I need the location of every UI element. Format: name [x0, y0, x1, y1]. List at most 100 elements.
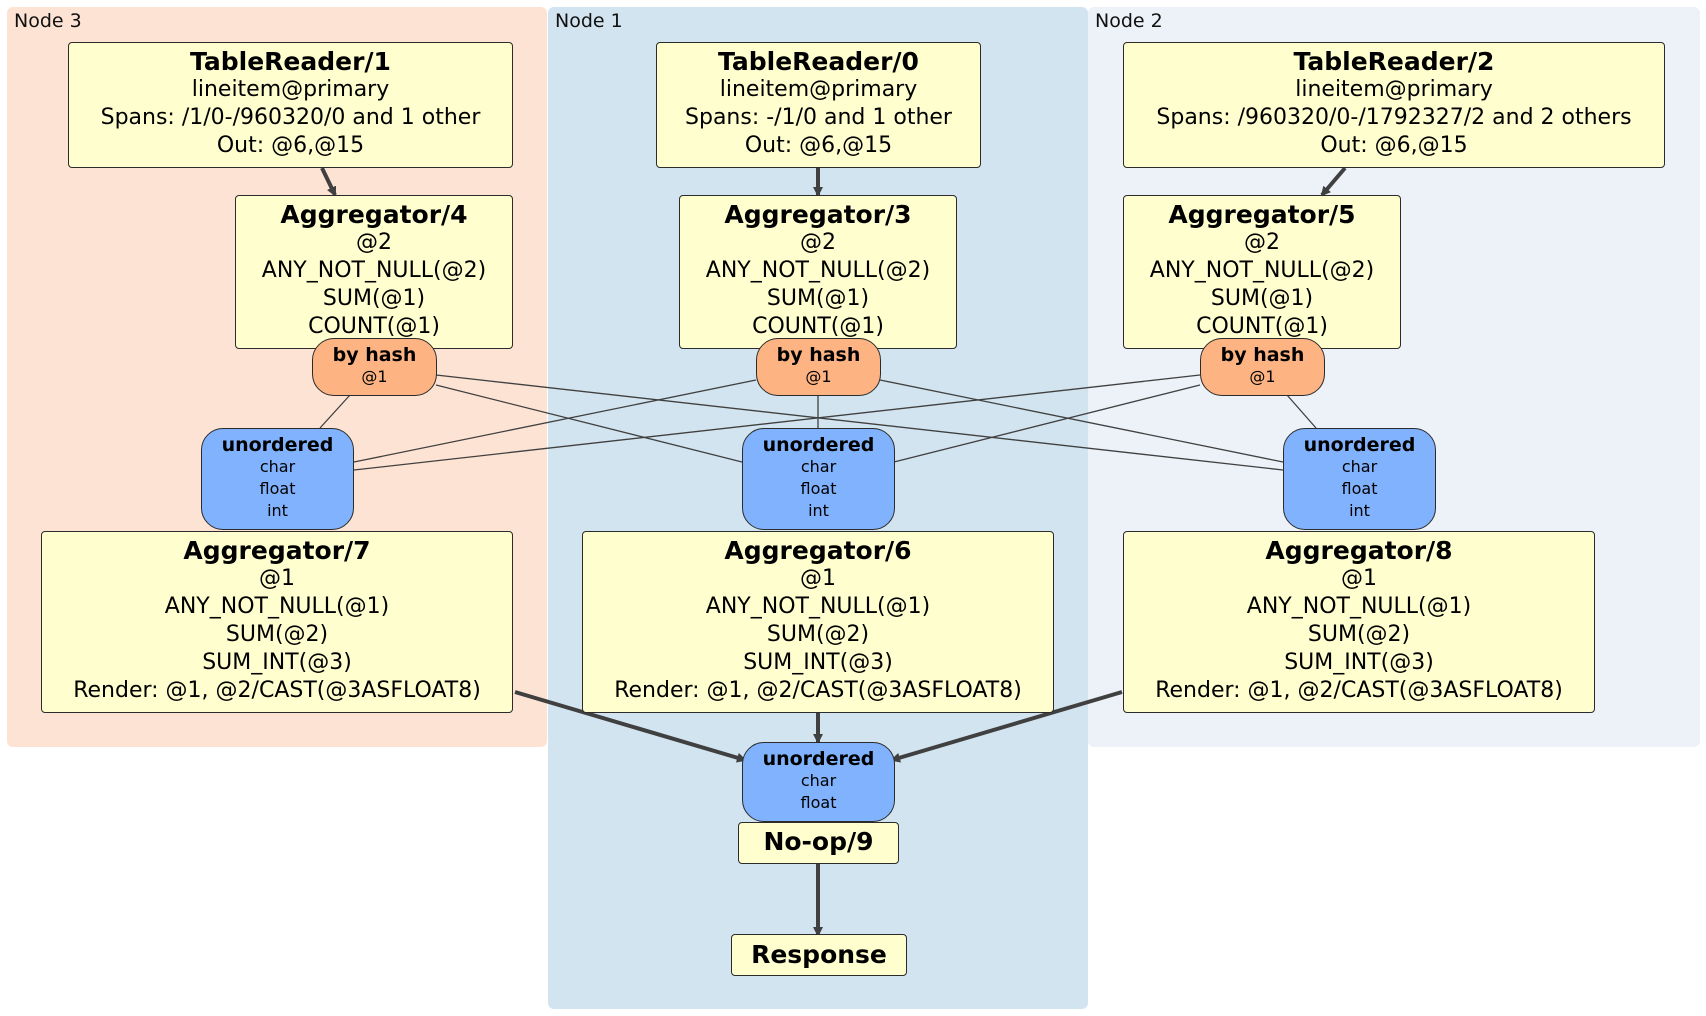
aggregator-8-line: SUM_INT(@3) — [1284, 650, 1434, 675]
aggregator-4-line: COUNT(@1) — [308, 314, 440, 339]
unordered-input-6-type: char — [800, 457, 837, 476]
tablereader-2: TableReader/2 lineitem@primary Spans: /9… — [1123, 42, 1665, 168]
edge-agg7-unord9 — [514, 690, 747, 763]
unordered-input-6-title: unordered — [762, 434, 875, 456]
unordered-input-8-title: unordered — [1303, 434, 1416, 456]
aggregator-8-title: Aggregator/8 — [1265, 536, 1453, 565]
aggregator-3-line: ANY_NOT_NULL(@2) — [705, 258, 931, 283]
aggregator-4-line: ANY_NOT_NULL(@2) — [261, 258, 487, 283]
aggregator-4-title: Aggregator/4 — [280, 200, 468, 229]
aggregator-5-line: SUM(@1) — [1210, 286, 1314, 311]
aggregator-6-line: SUM(@2) — [766, 622, 870, 647]
edge-tr1-agg4 — [320, 167, 337, 197]
unordered-input-9-title: unordered — [762, 748, 875, 770]
unordered-input-7-title: unordered — [221, 434, 334, 456]
tablereader-1-line: Out: @6,@15 — [216, 133, 365, 158]
response: Response — [731, 934, 907, 976]
aggregator-3-line: @2 — [800, 230, 836, 255]
aggregator-7: Aggregator/7 @1 ANY_NOT_NULL(@1) SUM(@2)… — [41, 531, 513, 713]
aggregator-4: Aggregator/4 @2 ANY_NOT_NULL(@2) SUM(@1)… — [235, 195, 513, 349]
aggregator-6: Aggregator/6 @1 ANY_NOT_NULL(@1) SUM(@2)… — [582, 531, 1054, 713]
tablereader-0-title: TableReader/0 — [718, 47, 919, 76]
tablereader-1-line: lineitem@primary — [191, 77, 390, 102]
hash-router-4: by hash @1 — [312, 338, 437, 396]
edge-tr2-agg5 — [1320, 166, 1347, 197]
unordered-input-9-type: float — [800, 793, 837, 812]
edge-agg8-unord9 — [890, 690, 1123, 763]
tablereader-0-line: Spans: -/1/0 and 1 other — [685, 105, 952, 130]
noop-9-title: No-op/9 — [763, 827, 874, 856]
hash-router-3-title: by hash — [776, 344, 861, 366]
unordered-input-6: unordered char float int — [742, 428, 895, 530]
unordered-input-6-type: int — [808, 501, 829, 520]
unordered-input-9: unordered char float — [742, 742, 895, 822]
edge-hash5-unord8 — [1286, 394, 1317, 429]
edge-hash5-unord7 — [353, 374, 1201, 471]
edge-hash3-unord7 — [353, 379, 757, 463]
aggregator-6-line: Render: @1, @2/CAST(@3ASFLOAT8) — [614, 678, 1022, 703]
aggregator-6-title: Aggregator/6 — [724, 536, 912, 565]
aggregator-3-title: Aggregator/3 — [724, 200, 912, 229]
aggregator-3: Aggregator/3 @2 ANY_NOT_NULL(@2) SUM(@1)… — [679, 195, 957, 349]
aggregator-8-line: @1 — [1341, 566, 1377, 591]
tablereader-1: TableReader/1 lineitem@primary Spans: /1… — [68, 42, 513, 168]
aggregator-6-line: ANY_NOT_NULL(@1) — [705, 594, 931, 619]
node1-label: Node 1 — [555, 10, 623, 32]
unordered-input-9-type: char — [800, 771, 837, 790]
unordered-input-8-type: float — [1341, 479, 1378, 498]
tablereader-1-title: TableReader/1 — [190, 47, 391, 76]
aggregator-4-line: SUM(@1) — [322, 286, 426, 311]
aggregator-7-line: ANY_NOT_NULL(@1) — [164, 594, 390, 619]
hash-router-4-title: by hash — [332, 344, 417, 366]
aggregator-5-line: @2 — [1244, 230, 1280, 255]
response-title: Response — [751, 940, 887, 969]
edge-hash4-unord7 — [319, 394, 351, 429]
tablereader-2-title: TableReader/2 — [1293, 47, 1495, 76]
aggregator-4-line: @2 — [356, 230, 392, 255]
aggregator-5: Aggregator/5 @2 ANY_NOT_NULL(@2) SUM(@1)… — [1123, 195, 1401, 349]
aggregator-6-line: SUM_INT(@3) — [743, 650, 893, 675]
tablereader-1-line: Spans: /1/0-/960320/0 and 1 other — [100, 105, 481, 130]
unordered-input-7: unordered char float int — [201, 428, 354, 530]
aggregator-7-line: SUM(@2) — [225, 622, 329, 647]
aggregator-8-line: ANY_NOT_NULL(@1) — [1246, 594, 1472, 619]
noop-9: No-op/9 — [738, 822, 899, 864]
aggregator-6-line: @1 — [800, 566, 836, 591]
tablereader-2-line: Out: @6,@15 — [1320, 133, 1468, 158]
aggregator-7-line: Render: @1, @2/CAST(@3ASFLOAT8) — [73, 678, 481, 703]
node3-label: Node 3 — [14, 10, 82, 32]
edge-hash4-unord8 — [435, 374, 1284, 471]
tablereader-0-line: Out: @6,@15 — [744, 133, 893, 158]
hash-router-4-key: @1 — [361, 367, 388, 386]
tablereader-0-line: lineitem@primary — [719, 77, 918, 102]
edge-hash4-unord6 — [435, 384, 743, 463]
tablereader-2-line: lineitem@primary — [1295, 77, 1493, 102]
aggregator-5-line: ANY_NOT_NULL(@2) — [1149, 258, 1375, 283]
unordered-input-7-type: int — [267, 501, 288, 520]
aggregator-5-line: COUNT(@1) — [1196, 314, 1328, 339]
unordered-input-6-type: float — [800, 479, 837, 498]
hash-router-5-title: by hash — [1220, 344, 1305, 366]
tablereader-2-line: Spans: /960320/0-/1792327/2 and 2 others — [1156, 105, 1632, 130]
unordered-input-7-type: char — [259, 457, 296, 476]
aggregator-7-line: @1 — [259, 566, 295, 591]
unordered-input-8-type: int — [1349, 501, 1370, 520]
aggregator-7-line: SUM_INT(@3) — [202, 650, 352, 675]
tablereader-0: TableReader/0 lineitem@primary Spans: -/… — [656, 42, 981, 168]
aggregator-3-line: SUM(@1) — [766, 286, 870, 311]
aggregator-5-title: Aggregator/5 — [1168, 200, 1356, 229]
hash-router-3: by hash @1 — [756, 338, 881, 396]
unordered-input-8: unordered char float int — [1283, 428, 1436, 530]
edge-hash3-unord8 — [879, 379, 1284, 463]
unordered-input-7-type: float — [259, 479, 296, 498]
hash-router-5: by hash @1 — [1200, 338, 1325, 396]
aggregator-8-line: SUM(@2) — [1307, 622, 1411, 647]
node2-label: Node 2 — [1095, 10, 1163, 32]
unordered-input-8-type: char — [1341, 457, 1378, 476]
edge-hash5-unord6 — [893, 384, 1201, 463]
aggregator-8: Aggregator/8 @1 ANY_NOT_NULL(@1) SUM(@2)… — [1123, 531, 1595, 713]
aggregator-7-title: Aggregator/7 — [183, 536, 371, 565]
hash-router-3-key: @1 — [805, 367, 832, 386]
